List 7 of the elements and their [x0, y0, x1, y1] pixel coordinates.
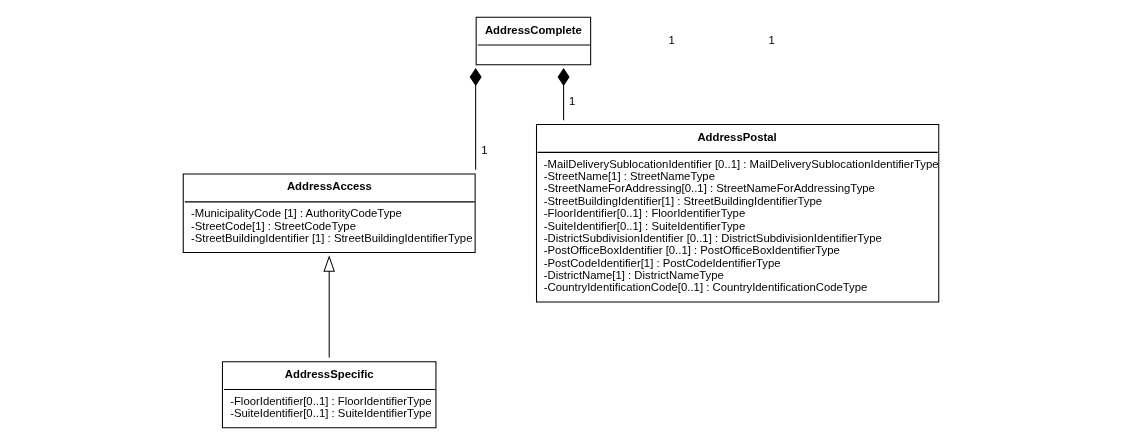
label: 1: [768, 33, 775, 46]
connector: [557, 67, 570, 121]
label: 1: [667, 33, 675, 46]
edge-label: 1: [568, 94, 575, 107]
connector: [469, 67, 482, 170]
edge-label: 1: [480, 143, 488, 156]
arrow: [322, 254, 335, 358]
